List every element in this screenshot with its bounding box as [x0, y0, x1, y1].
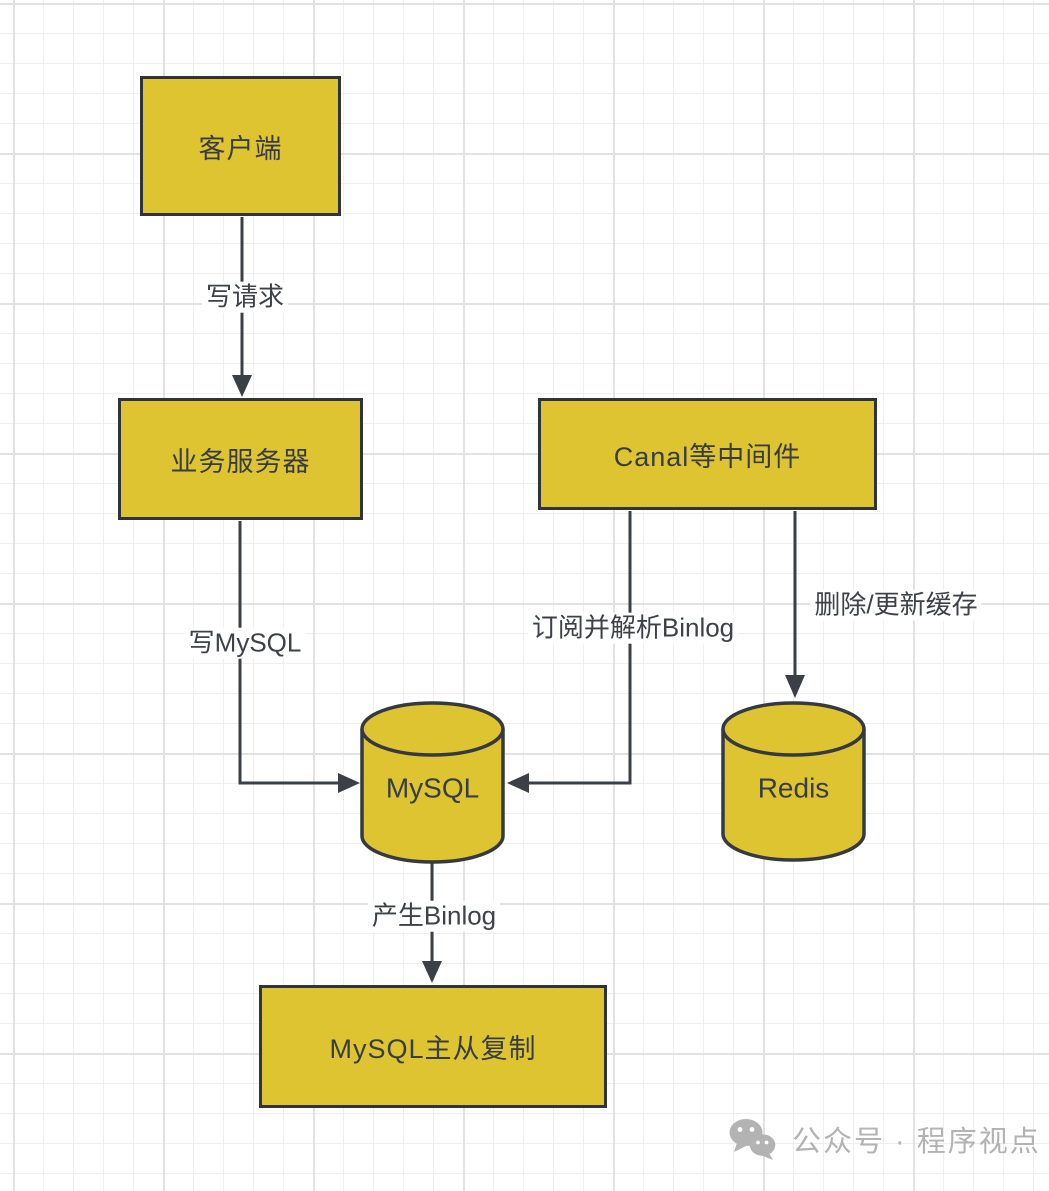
wechat-icon [729, 1119, 776, 1160]
node-app-server-label: 业务服务器 [170, 446, 311, 477]
edge-label-update-cache: 删除/更新缓存 [810, 589, 982, 621]
edge-label-subscribe-binlog: 订阅并解析Binlog [527, 612, 739, 644]
edge-label-write-mysql: 写MySQL [184, 627, 306, 659]
edge-update-cache [785, 511, 805, 698]
node-mysql-label: MySQL [386, 772, 479, 803]
node-replication-label: MySQL主从复制 [329, 1034, 537, 1064]
watermark: 公众号 · 程序视点 [728, 1118, 1041, 1160]
node-redis-label: Redis [758, 772, 830, 803]
edge-label-produce-binlog: 产生Binlog [367, 900, 501, 932]
edge-subscribe-binlog [507, 511, 632, 793]
node-redis: Redis [721, 701, 866, 862]
node-replication: MySQL主从复制 [259, 985, 607, 1108]
node-canal-label: Canal等中间件 [613, 441, 802, 472]
watermark-text: 公众号 · 程序视点 [792, 1126, 1041, 1158]
node-client: 客户端 [140, 76, 341, 216]
node-canal: Canal等中间件 [538, 398, 877, 510]
edge-label-write-request: 写请求 [201, 281, 289, 313]
node-mysql: MySQL [360, 701, 505, 864]
node-app-server: 业务服务器 [118, 398, 363, 520]
edge-write-mysql [238, 521, 360, 793]
node-client-label: 客户端 [198, 133, 283, 164]
